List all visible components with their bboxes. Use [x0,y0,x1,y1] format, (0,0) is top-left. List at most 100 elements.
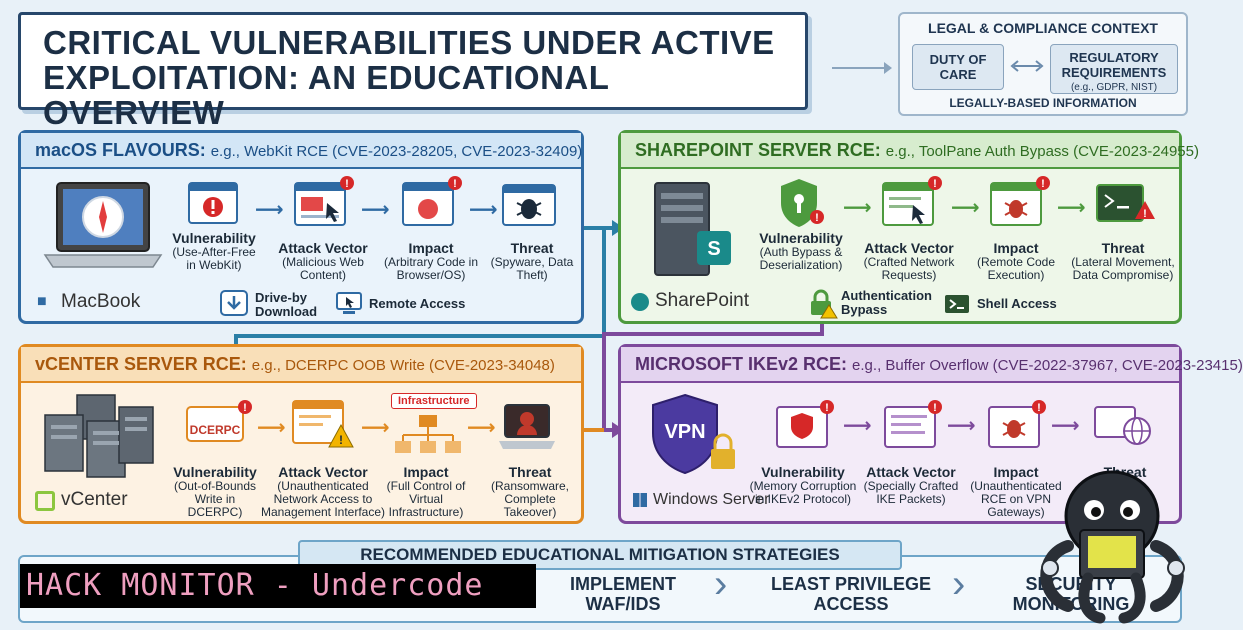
threat-bug-icon [502,184,556,226]
macos-step-attack-vector: Attack Vector (Malicious Web Content) [275,241,371,282]
step-title: Vulnerability [173,464,257,480]
step-title: Attack Vector [278,464,368,480]
octopus-hacker-logo-icon [1040,470,1185,624]
macos-step-threat: Threat (Spyware, Data Theft) [487,241,577,282]
windows-server-label: Windows Server [653,491,770,508]
sharepoint-step-threat: Threat (Lateral Movement, Data Compromis… [1067,241,1179,282]
macos-header: macOS FLAVOURS: e.g., WebKit RCE (CVE-20… [21,133,583,169]
step-title: Attack Vector [864,240,954,256]
attack-vector-window-icon: ! [292,400,354,448]
svg-text:!: ! [453,178,457,190]
vcenter-name: vCENTER SERVER RCE: [35,354,247,374]
server-icon: S [654,182,731,276]
vcenter-step-vulnerability: Vulnerability (Out-of-Bounds Write in DC… [169,465,261,519]
page-title: CRITICAL VULNERABILITIES UNDER ACTIVE EX… [18,12,808,130]
svg-text:!: ! [815,212,819,224]
impact-bug-icon: ! [988,400,1046,448]
sharepoint-panel: SHAREPOINT SERVER RCE: e.g., ToolPane Au… [618,130,1199,324]
sharepoint-name: SHAREPOINT SERVER RCE: [635,140,881,160]
mitigation-item-waf-ids: IMPLEMENT WAF/IDS [570,574,676,614]
macos-example: e.g., WebKit RCE (CVE-2023-28205, CVE-20… [210,143,583,160]
svg-text:S: S [707,238,720,260]
svg-text:!: ! [1143,208,1147,220]
arrow-right-icon [832,62,892,74]
step-desc: (Ransomware, Complete Takeover) [490,479,570,519]
microsoft-header: MICROSOFT IKEv2 RCE: e.g., Buffer Overfl… [621,347,1243,383]
arrow-right-icon: ⟶ [467,417,496,439]
download-icon [220,290,248,316]
arrow-right-icon: ⟶ [843,197,872,219]
vcenter-brand-label: vCenter [61,489,128,510]
apple-icon: ■ [37,293,47,310]
svg-text:!: ! [825,402,829,414]
sharepoint-step-impact: Impact (Remote Code Execution) [971,241,1061,282]
vcenter-panel: vCENTER SERVER RCE: e.g., DCERPC OOB Wri… [18,344,584,524]
threat-hacker-laptop-icon [499,404,555,449]
svg-text:!: ! [345,178,349,190]
step-desc: (Use-After-Free in WebKit) [172,245,256,272]
macbook-label: MacBook [61,291,141,312]
legal-compliance-box: LEGAL & COMPLIANCE CONTEXT DUTY OF CARE … [898,12,1188,116]
macos-step-impact: Impact (Arbitrary Code in Browser/OS) [383,241,479,282]
shell-access-label: Shell Access [977,296,1057,311]
attack-vector-window-icon: ! [882,176,942,226]
svg-text:!: ! [339,433,343,447]
microsoft-step-impact: Impact (Unauthenticated RCE on VPN Gatew… [961,465,1071,519]
arrow-right-icon: ⟶ [255,199,284,221]
regulatory-pill: REGULATORY REQUIREMENTS (e.g., GDPR, NIS… [1050,44,1178,94]
step-desc: (Remote Code Execution) [976,255,1056,282]
mitigation-item-least-privilege: LEAST PRIVILEGE ACCESS [770,574,932,614]
sharepoint-brand-label: SharePoint [655,290,750,311]
threat-globe-icon [1094,406,1151,445]
title-line-1: CRITICAL VULNERABILITIES UNDER ACTIVE [43,24,775,61]
bidirectional-arrow-icon [1010,60,1044,72]
drive-by-download-label: Drive-by Download [255,290,318,319]
svg-text:!: ! [933,402,937,414]
vpn-label: VPN [664,421,706,443]
step-desc: (Unauthenticated RCE on VPN Gateways) [970,479,1062,519]
chevron-right-icon: › [714,562,728,606]
sharepoint-step-attack-vector: Attack Vector (Crafted Network Requests) [861,241,957,282]
step-desc: (Out-of-Bounds Write in DCERPC) [173,479,257,519]
hack-monitor-watermark: HACK MONITOR - Undercode [20,564,536,608]
step-title: Impact [408,240,454,256]
regulatory-examples: (e.g., GDPR, NIST) [1070,82,1158,93]
microsoft-name: MICROSOFT IKEv2 RCE: [635,354,848,374]
svg-text:!: ! [933,178,937,190]
vcenter-step-threat: Threat (Ransomware, Complete Takeover) [477,465,583,519]
vcenter-step-attack-vector: Attack Vector (Unauthenticated Network A… [259,465,387,519]
arrow-right-icon: ⟶ [361,199,390,221]
regulatory-label: REGULATORY REQUIREMENTS [1061,50,1167,80]
legal-title: LEGAL & COMPLIANCE CONTEXT [928,20,1158,36]
server-cluster-icon [44,394,154,478]
step-title: Vulnerability [172,230,256,246]
duty-of-care-pill: DUTY OF CARE [912,44,1004,90]
arrow-right-icon: ⟶ [947,415,976,437]
microsoft-step-vulnerability: Vulnerability (Memory Corruption in IKEv… [745,465,861,506]
arrow-right-icon: ⟶ [1051,415,1080,437]
dcerpc-icon: ! [186,400,252,442]
shield-keyhole-icon: ! [781,179,824,227]
step-title: Attack Vector [278,240,368,256]
sharepoint-header: SHAREPOINT SERVER RCE: e.g., ToolPane Au… [621,133,1199,169]
svg-text:!: ! [243,402,247,414]
impact-browser-icon: ! [402,176,462,226]
shell-icon [945,295,969,313]
laptop-icon [43,182,163,268]
microsoft-example: e.g., Buffer Overflow (CVE-2022-37967, C… [852,357,1243,374]
vulnerability-shield-icon: ! [776,400,834,448]
step-desc: (Crafted Network Requests) [863,255,955,282]
arrow-right-icon: ⟶ [1057,197,1086,219]
remote-access-label: Remote Access [369,296,466,311]
step-title: Threat [508,464,552,480]
arrow-right-icon: ⟶ [843,415,872,437]
sharepoint-logo-icon [631,293,649,311]
sharepoint-step-vulnerability: Vulnerability (Auth Bypass & Deserializa… [753,231,849,272]
sharepoint-example: e.g., ToolPane Auth Bypass (CVE-2023-249… [885,143,1199,160]
step-title: Impact [403,464,449,480]
step-desc: (Specially Crafted IKE Packets) [863,479,959,506]
duty-of-care-label: DUTY OF CARE [929,52,987,82]
legal-footer: LEGALLY-BASED INFORMATION [949,96,1137,110]
attack-vector-packets-icon: ! [884,400,942,448]
svg-text:!: ! [1041,178,1045,190]
